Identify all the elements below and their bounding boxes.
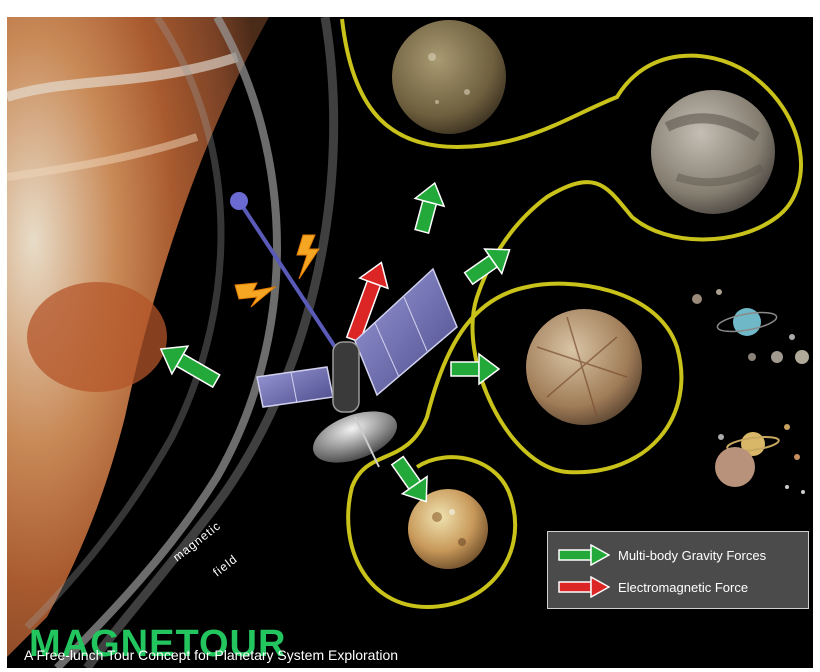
legend-label-gravity: Multi-body Gravity Forces <box>618 548 766 563</box>
red-arrow-icon <box>558 576 610 598</box>
uranus-system-thumbnail <box>692 289 809 364</box>
gravity-arrow-ganymede <box>460 238 518 291</box>
gravity-arrow-up-callisto <box>407 179 449 235</box>
io-moon <box>408 489 488 569</box>
callisto-moon <box>392 20 506 134</box>
field-label-line2: field <box>210 552 240 580</box>
page-subtitle: A Free-lunch Tour Concept for Planetary … <box>24 648 398 662</box>
ganymede-moon <box>651 90 775 214</box>
green-arrow-icon <box>558 544 610 566</box>
europa-moon <box>526 309 642 425</box>
saturn-system-thumbnail <box>715 424 805 494</box>
legend: Multi-body Gravity Forces Electromagneti… <box>547 531 809 609</box>
lightning-bolt-icon <box>235 283 275 307</box>
legend-label-electromagnetic: Electromagnetic Force <box>618 580 748 595</box>
diagram-canvas: magnetic field <box>7 17 813 668</box>
legend-item-electromagnetic: Electromagnetic Force <box>558 576 748 598</box>
legend-item-gravity: Multi-body Gravity Forces <box>558 544 766 566</box>
